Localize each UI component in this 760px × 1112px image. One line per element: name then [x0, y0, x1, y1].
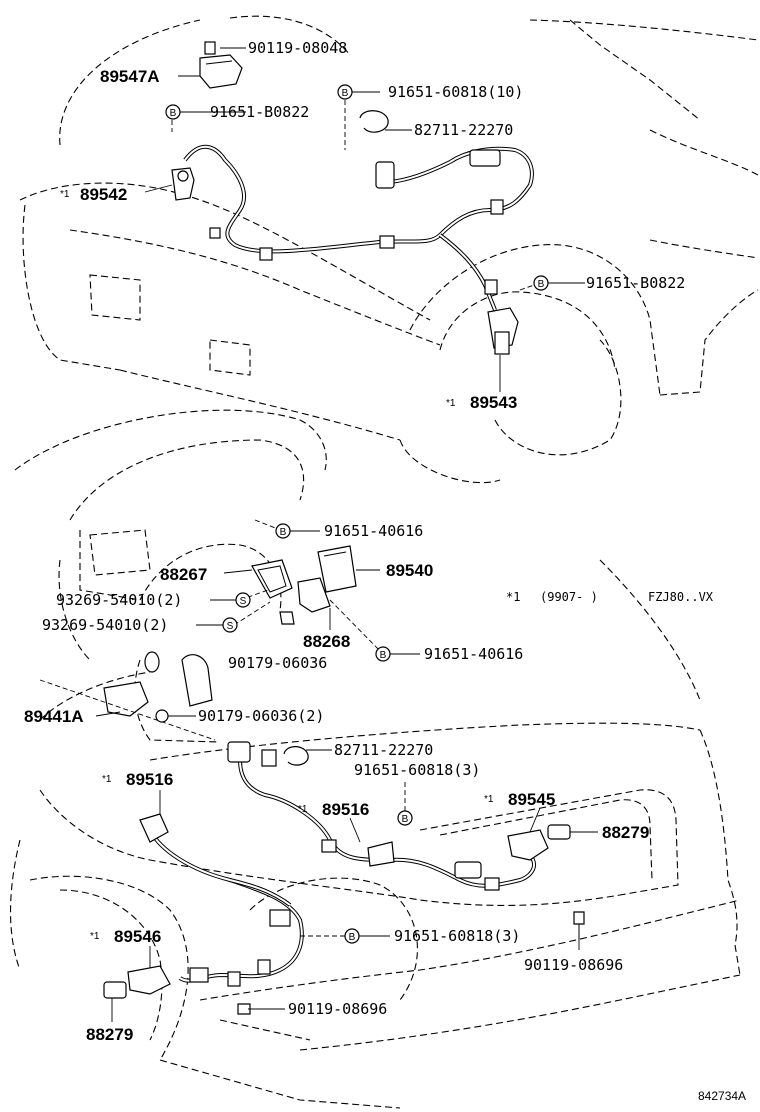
bracket-88267 — [251, 559, 293, 599]
label-93269-54010-a: 93269-54010(2) — [56, 591, 182, 609]
label-88268: 88268 — [303, 632, 350, 651]
label-89542: 89542 — [80, 185, 127, 204]
bolt-marker: B — [538, 279, 545, 290]
front-harness — [183, 144, 534, 311]
bolt-marker: B — [170, 108, 177, 119]
label-90119-08696-b: 90119-08696 — [288, 1000, 387, 1018]
bolt-marker: B — [280, 527, 287, 538]
star-marker: *1 — [90, 931, 100, 942]
label-93269-54010-b: 93269-54010(2) — [42, 616, 168, 634]
star-marker: *1 — [446, 398, 456, 409]
diagram-reference-code: 842734A — [698, 1089, 746, 1103]
label-88279-a: 88279 — [602, 823, 649, 842]
bolt-marker: B — [380, 650, 387, 661]
bottom-leaders — [111, 749, 598, 1022]
label-88267: 88267 — [160, 565, 207, 584]
label-91651-B0822-a: 91651-B0822 — [210, 103, 309, 121]
label-90179-06036-a: 90179-06036 — [228, 654, 327, 672]
rear-body-outline — [10, 722, 741, 1109]
screw-marker: S — [227, 621, 234, 632]
sleeve-88279-a — [547, 824, 571, 840]
sensor-89546 — [127, 965, 171, 995]
sensor-89441A — [103, 651, 213, 717]
top-bolt-markers: B B B — [165, 84, 549, 291]
label-89545: 89545 — [508, 790, 555, 809]
label-82711-22270-a: 82711-22270 — [414, 121, 513, 139]
label-91651-40616-b: 91651-40616 — [424, 645, 523, 663]
label-89441A: 89441A — [24, 707, 84, 726]
bolt-90119-08696-b — [237, 1003, 251, 1015]
sensor-89516-a — [139, 813, 169, 843]
label-90119-08696-a: 90119-08696 — [524, 956, 623, 974]
bottom-markers: B B — [344, 810, 413, 944]
label-90119-08048: 90119-08048 — [248, 39, 347, 57]
label-91651-60818-10: 91651-60818(10) — [388, 83, 523, 101]
sensor-89542 — [171, 167, 195, 201]
rear-harness — [148, 741, 536, 987]
sensor-89547A-group — [199, 41, 243, 89]
nut-90179-06036 — [279, 611, 295, 625]
label-89516-b: 89516 — [322, 800, 369, 819]
label-91651-60818-3-b: 91651-60818(3) — [394, 927, 520, 945]
front-body-outline — [19, 15, 759, 484]
applicability-note-range: (9907- ) — [540, 590, 598, 604]
label-88279-b: 88279 — [86, 1025, 133, 1044]
label-89547A: 89547A — [100, 67, 160, 86]
middle-markers: B S S B — [155, 523, 391, 723]
applicability-note-model: FZJ80..VX — [648, 590, 714, 604]
star-marker: *1 — [298, 804, 308, 815]
label-89516-a: 89516 — [126, 770, 173, 789]
star-marker: *1 — [102, 774, 112, 785]
screw-marker: S — [240, 596, 247, 607]
label-91651-40616-a: 91651-40616 — [324, 522, 423, 540]
bolt-marker: B — [402, 814, 409, 825]
computer-89540 — [317, 545, 357, 593]
label-89540: 89540 — [386, 561, 433, 580]
applicability-note-star: *1 — [506, 590, 520, 604]
star-marker: *1 — [484, 794, 494, 805]
label-91651-60818-3-a: 91651-60818(3) — [354, 761, 480, 779]
star-marker: *1 — [60, 189, 70, 200]
bolt-marker: B — [349, 932, 356, 943]
label-82711-22270-b: 82711-22270 — [334, 741, 433, 759]
cabin-outline — [14, 409, 701, 743]
sleeve-88279-b — [103, 981, 127, 999]
bracket-88268 — [297, 577, 331, 613]
clamp-82711-bottom — [283, 746, 309, 766]
label-89546: 89546 — [114, 927, 161, 946]
bolt-marker: B — [342, 88, 349, 99]
bolt-90119-08696-a — [573, 911, 585, 940]
label-91651-B0822-b: 91651-B0822 — [586, 274, 685, 292]
sensor-89543 — [487, 307, 519, 355]
label-89543: 89543 — [470, 393, 517, 412]
sensor-89545 — [507, 829, 549, 861]
clamp-82711-top — [359, 110, 389, 133]
label-90179-06036-b: 90179-06036(2) — [198, 707, 324, 725]
